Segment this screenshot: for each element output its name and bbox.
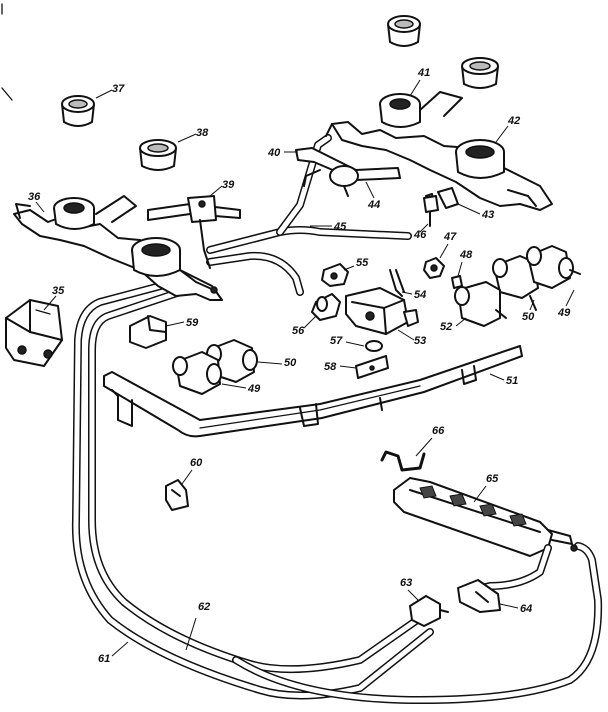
label-51: 51 (506, 375, 518, 387)
burner-head-top (387, 15, 421, 47)
corner-mark-left (1, 3, 13, 101)
label-42: 42 (507, 115, 520, 127)
valve-49-right (526, 245, 581, 289)
label-57: 57 (330, 335, 343, 347)
regulator-35 (5, 299, 63, 367)
label-43: 43 (481, 209, 494, 221)
label-53: 53 (414, 335, 426, 347)
tube-45 (206, 134, 412, 296)
label-38: 38 (196, 127, 209, 139)
label-63: 63 (400, 577, 412, 589)
burner-tube-64 (457, 544, 552, 613)
label-40: 40 (267, 147, 281, 159)
label-58: 58 (324, 361, 337, 373)
bracket-39 (147, 195, 241, 269)
label-66: 66 (432, 425, 445, 437)
valve-49-left (172, 351, 222, 395)
label-37: 37 (112, 83, 125, 95)
callouts: 35 36 37 38 39 40 41 42 43 44 45 46 47 4… (28, 67, 575, 665)
label-61: 61 (98, 653, 110, 665)
bracket-66 (380, 450, 426, 472)
tube-62 (88, 288, 424, 674)
label-54: 54 (414, 289, 426, 301)
bracket-59 (129, 315, 167, 349)
fitting-56 (311, 293, 341, 321)
burner-grate-41-42 (325, 91, 553, 211)
oven-burner-65 (393, 477, 578, 557)
label-49-left: 49 (247, 383, 261, 395)
burner-head-37 (61, 95, 95, 127)
label-47: 47 (443, 231, 457, 243)
label-64: 64 (520, 603, 532, 615)
nut-47 (423, 257, 445, 279)
fitting-55 (321, 263, 349, 287)
burner-head-38 (139, 139, 177, 171)
label-44: 44 (367, 199, 380, 211)
burner-grate-36 (13, 195, 223, 301)
label-49-right: 49 (557, 307, 571, 319)
manifold-bar-51 (103, 345, 523, 438)
tube-right-long (232, 542, 603, 704)
label-52: 52 (440, 321, 452, 333)
clip-60 (165, 479, 189, 511)
label-48: 48 (459, 249, 473, 261)
clip-54 (389, 269, 405, 297)
fitting-46 (423, 195, 439, 227)
label-35: 35 (52, 285, 65, 297)
igniter-bracket-40-44 (295, 147, 401, 197)
label-60: 60 (190, 457, 203, 469)
label-36: 36 (28, 191, 41, 203)
label-55: 55 (356, 257, 369, 269)
label-59: 59 (186, 317, 199, 329)
label-50-right: 50 (522, 311, 535, 323)
label-39: 39 (222, 179, 235, 191)
label-65: 65 (486, 473, 499, 485)
label-56: 56 (292, 325, 305, 337)
label-41: 41 (417, 67, 430, 79)
tube-61 (71, 280, 434, 700)
bracket-58 (355, 355, 389, 379)
burner-head-right (461, 57, 499, 89)
orifice-63 (409, 595, 449, 627)
label-62: 62 (198, 601, 210, 613)
valve-52 (454, 281, 507, 327)
label-50-left: 50 (284, 357, 297, 369)
label-46: 46 (413, 229, 427, 241)
valve-53 (345, 287, 419, 335)
ring-57 (365, 340, 383, 352)
label-45: 45 (333, 221, 347, 233)
